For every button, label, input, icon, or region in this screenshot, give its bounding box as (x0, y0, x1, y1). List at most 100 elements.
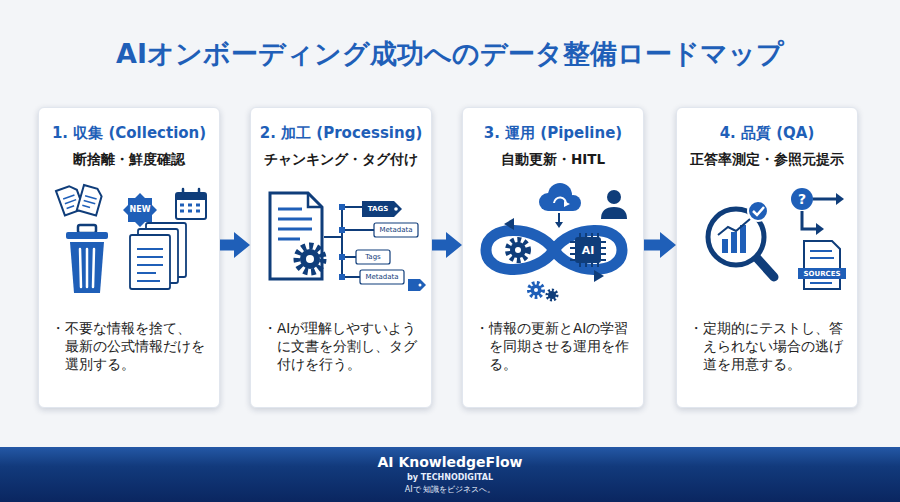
gear-icon (534, 288, 538, 292)
fallback-arrow (802, 193, 844, 235)
magnifier (756, 257, 774, 277)
cloud-sync (548, 183, 572, 207)
infinity-loop (594, 270, 604, 282)
step-description: ・不要な情報を捨て、 最新の公式情報だけを 選別する。 (51, 319, 217, 373)
magnifier (722, 239, 728, 253)
processing-icon (270, 193, 426, 291)
chunk-branches (324, 207, 374, 279)
ai-chip (570, 233, 606, 267)
gear-icon (547, 290, 557, 300)
check-badge (748, 201, 768, 221)
discarded-document (56, 184, 103, 215)
ai-chip (570, 233, 606, 267)
document-icon (308, 193, 322, 207)
question-badge (791, 188, 813, 210)
source-document (804, 241, 840, 289)
gear-icon (306, 255, 314, 263)
cloud-sync (555, 222, 563, 228)
gear-icon (515, 247, 521, 253)
metadata-box (356, 250, 390, 264)
metadata-box (360, 270, 404, 284)
discarded-document (56, 184, 84, 215)
tag-shape (394, 207, 398, 211)
chunk-branches (339, 254, 345, 260)
tag-icon (408, 279, 426, 291)
fallback-arrow (816, 223, 824, 235)
chunk-branches (324, 204, 374, 280)
step-subtitle: 自動更新・HITL (463, 150, 643, 168)
qa-icon (708, 188, 846, 289)
gear-icon (508, 240, 557, 300)
fallback-arrow (836, 193, 844, 205)
person-icon (601, 190, 627, 219)
question-badge (791, 188, 813, 210)
document-icon (278, 209, 312, 239)
new-badge (123, 193, 157, 227)
step-subtitle: チャンキング・タグ付け (251, 150, 431, 168)
trash-can (66, 225, 108, 293)
gear-icon (297, 246, 323, 272)
infinity-loop (504, 218, 514, 230)
discarded-document (77, 185, 103, 216)
tag-shape (362, 201, 402, 217)
ai-chip (575, 237, 601, 263)
chunk-branches (339, 204, 345, 210)
pipeline-icon (486, 183, 627, 300)
magnifier (708, 209, 774, 277)
cloud-sync (548, 201, 573, 211)
chunk-branches (339, 227, 345, 233)
source-document (798, 268, 846, 279)
document-stack (146, 223, 186, 277)
discarded-document (77, 185, 103, 216)
document-stack (138, 229, 178, 283)
chunk-branches (339, 274, 345, 280)
calendar-icon (183, 189, 199, 196)
source-document (798, 241, 846, 289)
document-icon (270, 193, 322, 279)
step-heading: 2. 加工 (Processing) (251, 124, 431, 142)
cloud-sync (564, 201, 570, 207)
collection-icon (56, 184, 206, 293)
cloud-sync (558, 213, 560, 223)
document-stack (137, 249, 163, 281)
new-badge (123, 193, 157, 227)
document-stack (130, 235, 170, 289)
step-subtitle: 正答率測定・参照元提示 (677, 150, 857, 168)
step-subtitle: 断捨離・鮮度確認 (39, 150, 219, 168)
source-document (810, 251, 834, 283)
document-icon (270, 193, 322, 279)
gear-icon (531, 285, 542, 296)
footer-band: AI KnowledgeFlowby TECHNODIGITALAIで 知識をビ… (0, 447, 900, 502)
cloud-sync (554, 197, 566, 204)
step-card: 1. 収集 (Collection) 断捨離・鮮度確認・不要な情報を捨て、 最新の… (38, 107, 220, 408)
step-heading: 1. 収集 (Collection) (39, 124, 219, 142)
step-heading: 3. 運用 (Pipeline) (463, 124, 643, 142)
fallback-arrow (802, 199, 836, 229)
cloud-sync (565, 195, 581, 211)
step-description: ・定期的にテストし、答 えられない場合の逃げ 道を用意する。 (689, 319, 855, 373)
calendar-icon (176, 193, 206, 219)
step-card: 3. 運用 (Pipeline) 自動更新・HITL ・情報の更新とAIの学習 を同… (462, 107, 644, 408)
brand-byline: by TECHNODIGITAL (0, 473, 900, 483)
trash-can (80, 249, 94, 287)
discarded-document (63, 195, 78, 209)
person-icon (607, 190, 621, 204)
calendar-icon (180, 205, 200, 211)
tag-icon (419, 284, 422, 287)
magnifier (740, 225, 746, 253)
step-description: ・情報の更新とAIの学習 を同期させる運用を作 る。 (475, 319, 641, 373)
flow-arrow (220, 232, 250, 258)
cloud-sync (539, 183, 581, 228)
trash-can (70, 242, 104, 293)
magnifier (718, 219, 750, 235)
document-stack (130, 223, 186, 289)
flow-arrow (432, 232, 462, 258)
person-icon (601, 207, 627, 219)
metadata-box (356, 223, 418, 284)
gear-icon (529, 283, 543, 297)
gear-icon (508, 240, 528, 260)
step-card: 2. 加工 (Processing)チャンキング・タグ付け・AIが理解しやすいよ… (250, 107, 432, 408)
calendar-icon (176, 189, 206, 219)
